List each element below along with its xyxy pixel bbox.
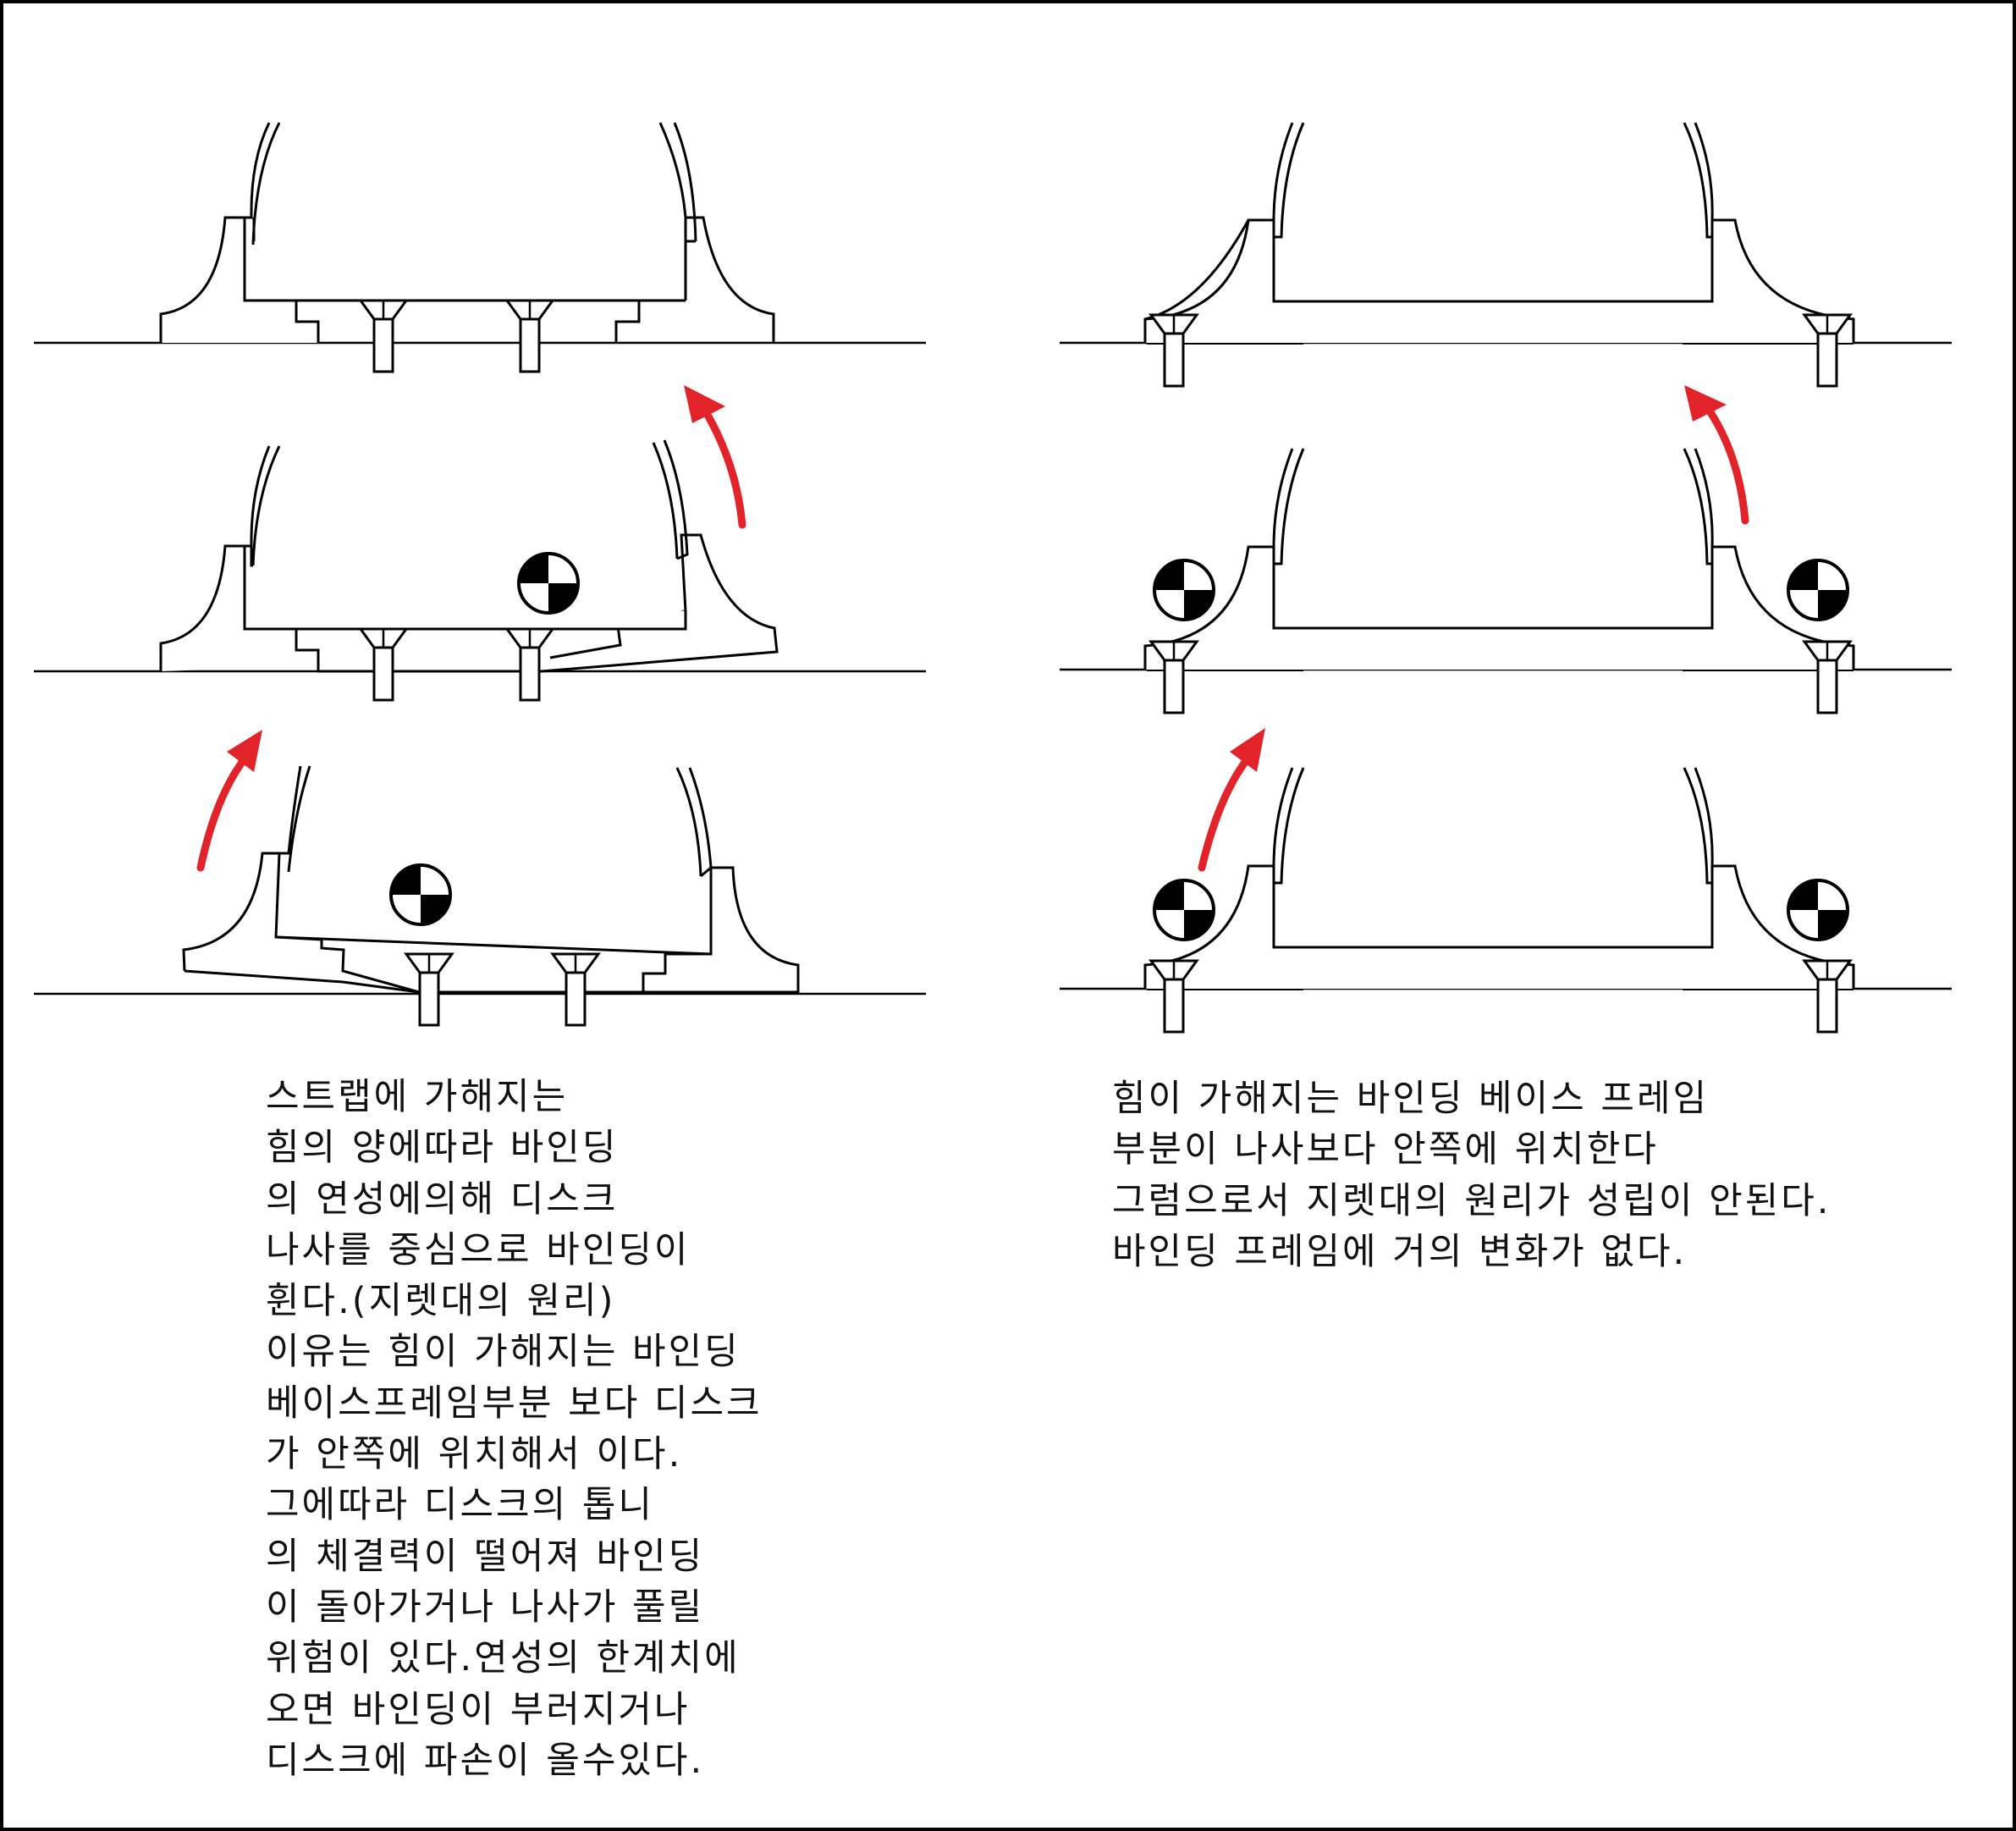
left-line: 휜다.(지렛대의 원리) xyxy=(266,1280,616,1323)
pivot-point-icon xyxy=(1153,559,1215,621)
pivot-point-icon xyxy=(517,552,580,615)
left-line: 위험이 있다.연성의 한계치에 xyxy=(266,1637,741,1680)
pivot-point-icon xyxy=(1787,879,1849,941)
left-line: 스트랩에 가해지는 xyxy=(266,1076,569,1118)
pivot-point-icon xyxy=(389,863,452,926)
left-panel-lifted-left xyxy=(34,730,926,1027)
left-line: 디스크에 파손이 올수있다. xyxy=(266,1739,705,1782)
screw-icon xyxy=(1803,959,1852,1034)
left-line: 나사를 중심으로 바인딩이 xyxy=(266,1228,691,1271)
force-arrow-head-icon xyxy=(1230,728,1265,772)
right-panel-normal xyxy=(1060,122,1952,388)
screw-icon xyxy=(505,299,554,373)
right-panel-lifted-left xyxy=(1060,728,1952,1034)
right-line: 부분이 나사보다 안쪽에 위치한다 xyxy=(1112,1128,1659,1172)
force-arrow-icon xyxy=(196,753,250,872)
right-line: 그럼으로서 지렛대의 원리가 성립이 안된다. xyxy=(1112,1179,1831,1222)
left-explanation-text: 스트랩에 가해지는 힘의 양에따라 바인딩 의 연성에의해 디스크 나사를 중심… xyxy=(266,1072,763,1786)
right-line: 바인딩 프레임에 거의 변화가 없다. xyxy=(1112,1230,1688,1273)
right-explanation-text: 힘이 가해지는 바인딩 베이스 프레임 부분이 나사보다 안쪽에 위치한다 그럼… xyxy=(1112,1073,1831,1277)
right-line: 힘이 가해지는 바인딩 베이스 프레임 xyxy=(1112,1078,1710,1120)
left-panel-normal xyxy=(34,122,926,373)
screw-icon xyxy=(1149,313,1198,388)
force-arrow-icon xyxy=(698,402,746,529)
screw-icon xyxy=(359,299,408,373)
force-arrow-head-icon xyxy=(1684,385,1727,422)
right-panel-lifted-right xyxy=(1060,385,1952,714)
left-panel-lifted-right xyxy=(34,385,926,702)
force-arrow-icon xyxy=(1198,753,1253,872)
left-line: 의 연성에의해 디스크 xyxy=(266,1177,619,1221)
screw-icon xyxy=(1149,640,1198,714)
left-line: 이 돌아가거나 나사가 풀릴 xyxy=(266,1586,705,1629)
force-arrow-head-icon xyxy=(684,385,725,423)
force-arrow-icon xyxy=(1701,400,1749,525)
pivot-point-icon xyxy=(1153,879,1215,941)
left-line: 의 체결력이 떨어져 바인딩 xyxy=(266,1535,705,1578)
left-line: 가 안쪽에 위치해서 이다. xyxy=(266,1433,683,1476)
left-line: 힘의 양에따라 바인딩 xyxy=(266,1127,619,1170)
pivot-point-icon xyxy=(1787,559,1849,621)
left-line: 베이스프레임부분 보다 디스크 xyxy=(266,1382,763,1425)
left-line: 그에따라 디스크의 톱니 xyxy=(266,1484,654,1527)
force-arrow-head-icon xyxy=(227,730,262,772)
left-line: 오면 바인딩이 부러지거나 xyxy=(266,1688,691,1731)
left-line: 이유는 힘이 가해지는 바인딩 xyxy=(266,1331,741,1374)
screw-icon xyxy=(1803,640,1852,714)
screw-icon xyxy=(1803,313,1852,388)
screw-icon xyxy=(1149,959,1198,1034)
